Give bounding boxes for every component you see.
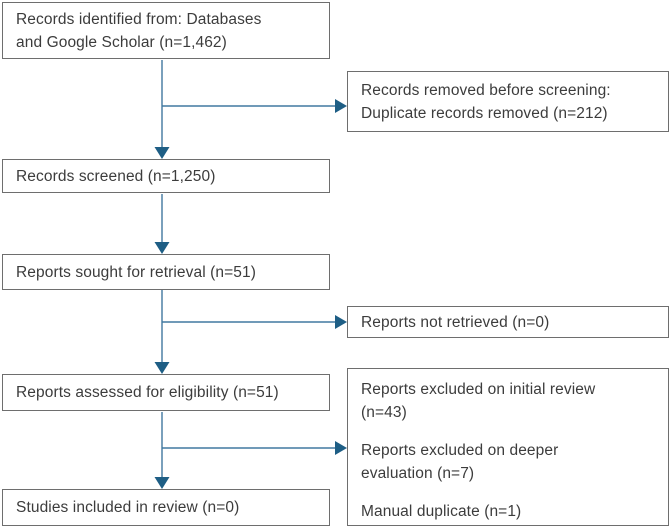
box-reports-assessed: Reports assessed for eligibility (n=51): [2, 374, 330, 411]
box-records-screened: Records screened (n=1,250): [2, 159, 330, 193]
box-reports-excluded: Reports excluded on initial review (n=43…: [347, 368, 669, 526]
box-reports-sought: Reports sought for retrieval (n=51): [2, 254, 330, 290]
box-reports-assessed-text: Reports assessed for eligibility (n=51): [16, 384, 279, 401]
box-records-screened-text: Records screened (n=1,250): [16, 167, 216, 185]
box-studies-included-text: Studies included in review (n=0): [16, 499, 240, 516]
arrowhead-identified-to-screened: [154, 147, 170, 159]
excluded-reason-deeper-evaluation: Reports excluded on deeper evaluation (n…: [361, 442, 559, 482]
excluded-reason-initial-review: Reports excluded on initial review (n=43…: [361, 381, 596, 421]
arrowhead-branch-to-not-retrieved: [335, 315, 347, 329]
excluded-reason-manual-duplicate: Manual duplicate (n=1): [361, 503, 522, 520]
arrowhead-sought-to-assessed: [154, 362, 170, 374]
box-records-identified: Records identified from: Databases and G…: [2, 2, 330, 59]
arrowhead-assessed-to-included: [154, 477, 170, 489]
box-reports-not-retrieved: Reports not retrieved (n=0): [347, 306, 669, 338]
box-reports-not-retrieved-text: Reports not retrieved (n=0): [361, 313, 550, 331]
arrowhead-screened-to-sought: [154, 242, 170, 254]
box-studies-included: Studies included in review (n=0): [2, 489, 330, 526]
arrowhead-branch-to-excluded: [335, 441, 347, 455]
box-reports-sought-text: Reports sought for retrieval (n=51): [16, 263, 256, 281]
box-records-removed: Records removed before screening: Duplic…: [347, 71, 669, 132]
box-records-identified-text: Records identified from: Databases and G…: [16, 10, 262, 51]
arrowhead-branch-to-removed: [335, 99, 347, 113]
box-records-removed-text: Records removed before screening: Duplic…: [361, 81, 611, 122]
